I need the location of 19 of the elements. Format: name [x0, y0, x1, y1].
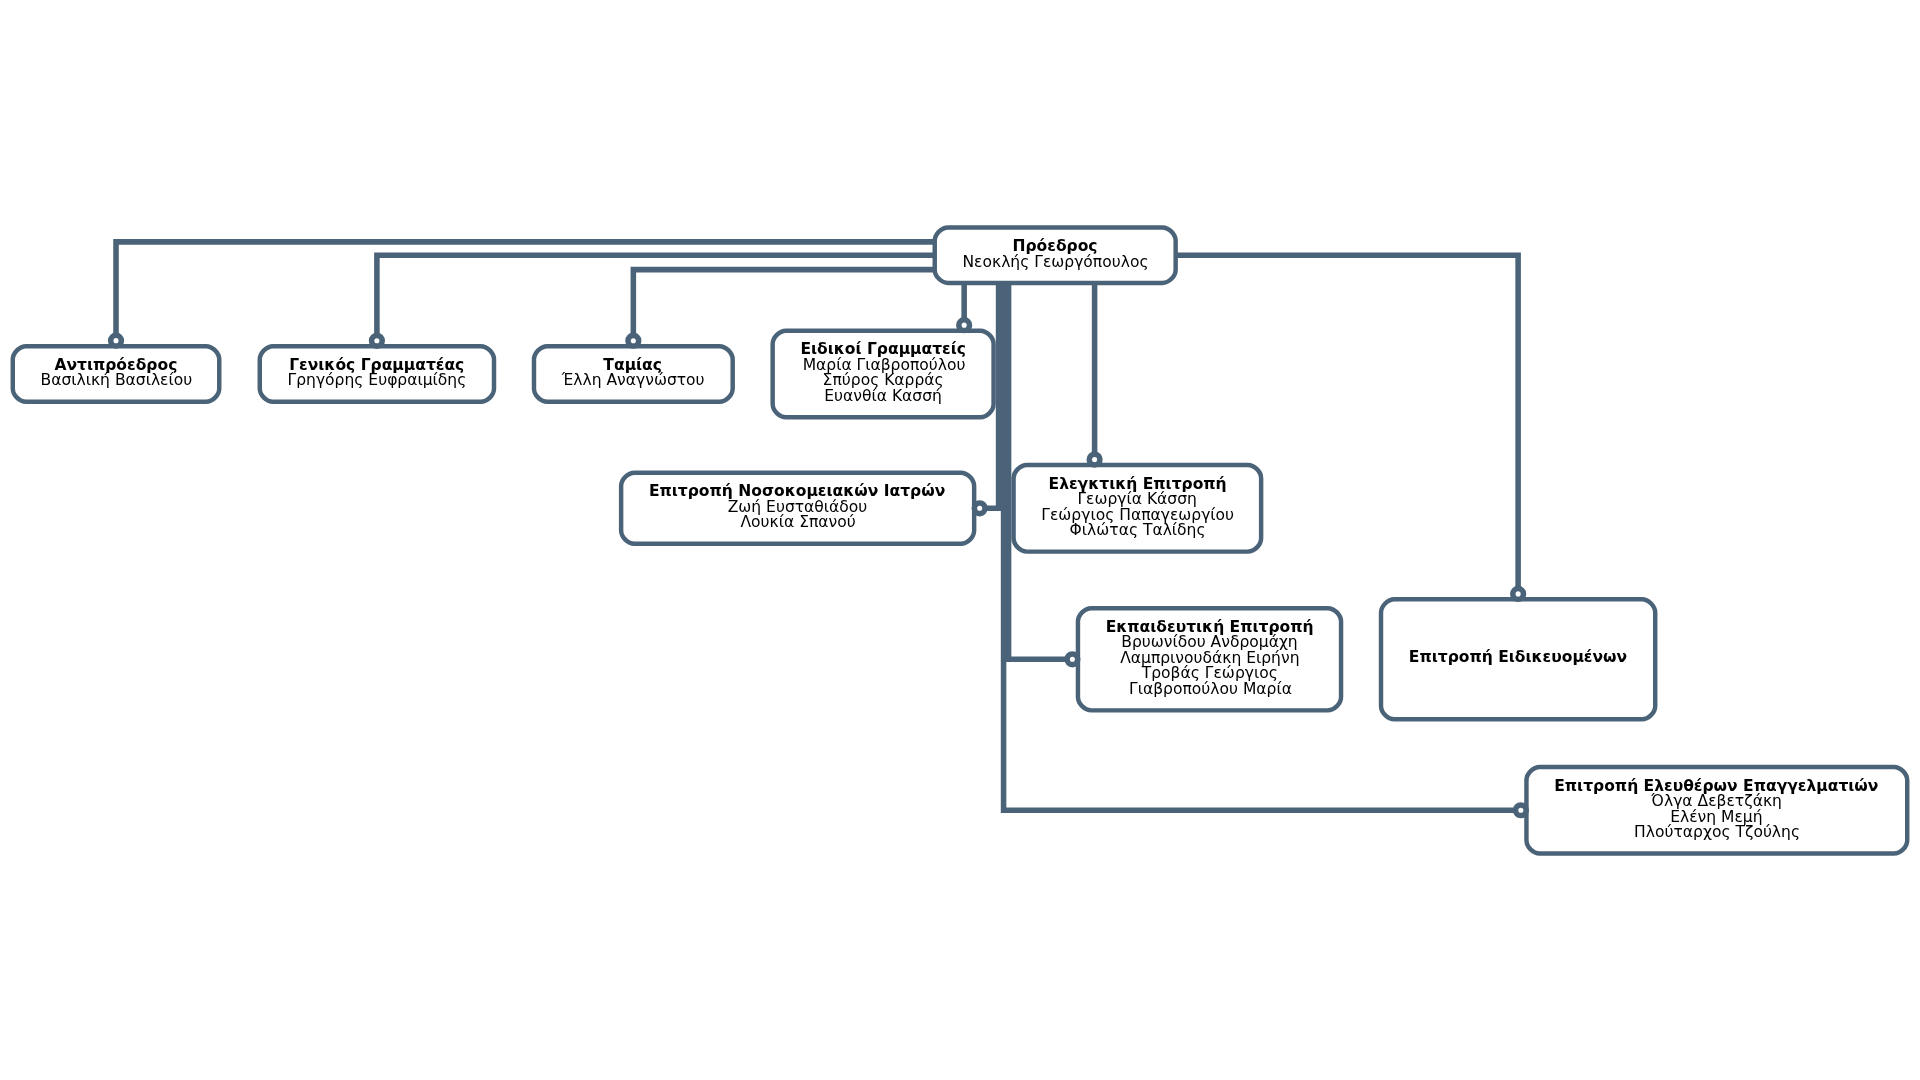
node-box: Ειδικοί Γραμματείς Μαρία Γιαβροπούλου Σπύρος Καρράς Ευανθία Κασσή [770, 327, 996, 419]
connector [1175, 251, 1527, 602]
connector [956, 282, 973, 333]
node-box: Επιτροπή Νοσοκομειακών Ιατρών Ζωή Ευσταθιάδου Λουκία Σπανού [618, 470, 977, 546]
node-box: Ταμίας Έλλη Αναγνώστου [531, 343, 735, 404]
node-box: Επιτροπή Ειδικευομένων [1378, 596, 1658, 721]
node-box: Αντιπρόεδρος Βασιλική Βασιλείου [10, 343, 222, 404]
node-box: Επιτροπή Ελευθέρων Επαγγελματιών Όλγα Δεβετζάκη Ελένη Μεμή Πλούταρχος Τζούλης [1524, 764, 1910, 856]
node-box: Γενικός Γραμματέας Γρηγόρης Ευφραιμίδης [257, 343, 497, 404]
node-box: Εκπαιδευτική Επιτροπή Βρυωνίδου Ανδρομάχη Λαμπρινουδάκη Ειρήνη Τροβάς Γεώργιος Γιαβροπούλου Μαρία [1075, 605, 1344, 713]
connector [1000, 282, 1529, 818]
node-box: Πρόεδρος Νεοκλής Γεωργόπουλος [932, 224, 1178, 285]
connector [1086, 282, 1103, 468]
connector [107, 238, 935, 349]
connector [625, 266, 935, 349]
connector [1005, 282, 1081, 667]
connector [368, 251, 935, 349]
node-box: Ελεγκτική Επιτροπή Γεωργία Κάσση Γεώργιος Παπαγεωργίου Φιλώτας Ταλίδης [1011, 462, 1264, 554]
connector [971, 282, 1002, 516]
